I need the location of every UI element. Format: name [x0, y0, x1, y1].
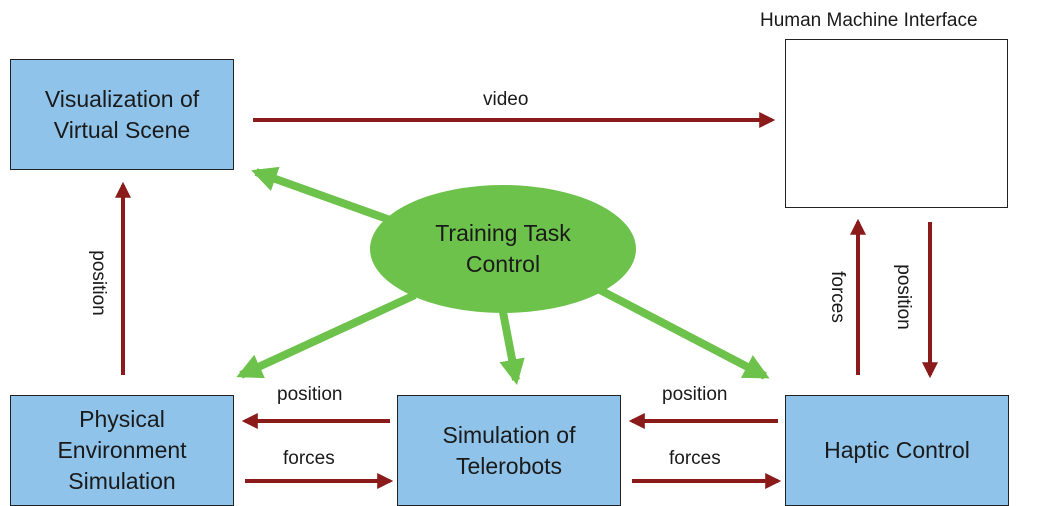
haptic-control-box: Haptic Control [785, 395, 1009, 506]
telerobots-simulation-box: Simulation of Telerobots [397, 395, 621, 506]
hmi-title: Human Machine Interface [760, 10, 978, 31]
label-position-bottom-right: position [662, 384, 728, 405]
hmi-image-frame [785, 39, 1008, 208]
training-task-control-ellipse: Training Task Control [370, 185, 636, 313]
label-forces-right: forces [827, 271, 848, 323]
visualization-box: Visualization of Virtual Scene [10, 59, 234, 170]
green-arrow-to-physical [236, 291, 417, 379]
label-forces-bottom-left: forces [283, 448, 335, 469]
label-video: video [483, 89, 529, 110]
label-position-bottom-left: position [277, 384, 343, 405]
label-forces-bottom-right: forces [669, 448, 721, 469]
label-position-right: position [893, 264, 914, 330]
green-arrow-to-haptic [598, 286, 770, 380]
green-arrow-to-visualization [251, 166, 392, 224]
green-arrow-to-telerobots [499, 311, 525, 386]
label-position-left: position [88, 250, 109, 316]
physical-simulation-box: Physical Environment Simulation [10, 395, 234, 506]
